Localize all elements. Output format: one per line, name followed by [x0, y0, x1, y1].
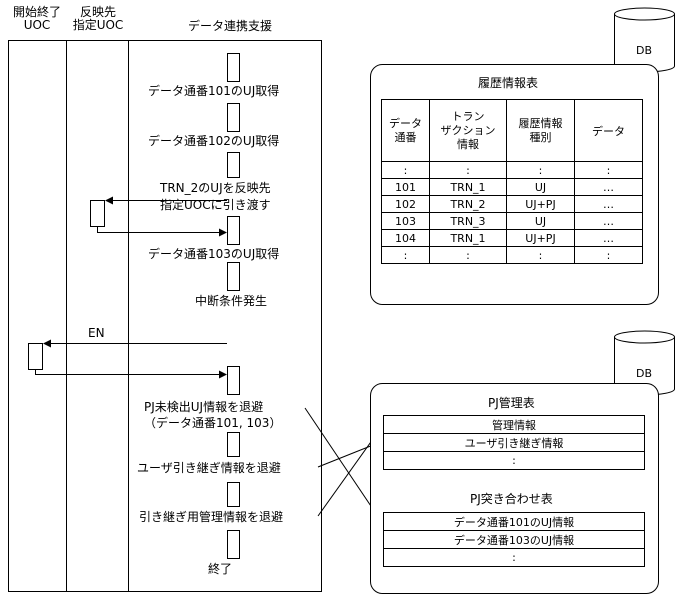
cell: …	[574, 229, 643, 247]
process-box	[227, 432, 240, 457]
cell: TRN_1	[429, 229, 507, 247]
cell: 102	[381, 195, 430, 213]
process-box	[227, 530, 240, 559]
table-row: 103 TRN_3 UJ …	[381, 212, 643, 230]
db-cylinder-bottom	[614, 330, 675, 396]
pj-mgmt-title: PJ管理表	[488, 396, 535, 410]
history-col-header: 履歴情報 種別	[506, 99, 575, 162]
table-row: データ通番101のUJ情報	[383, 512, 645, 531]
cell: :	[429, 161, 507, 179]
swimlane-frame	[8, 40, 322, 592]
cell: データ通番101のUJ情報	[383, 512, 645, 531]
activation-box-start-end-uoc	[28, 343, 43, 370]
cell: :	[574, 161, 643, 179]
cell: UJ+PJ	[506, 195, 575, 213]
arrow-return-from-start-end-uoc	[35, 369, 227, 379]
handoff-arrows	[35, 196, 227, 379]
step-label: PJ未検出UJ情報を退避 （データ通番101, 103）	[144, 400, 282, 430]
step-label: 引き継ぎ用管理情報を退避	[139, 510, 284, 524]
cell: :	[506, 246, 575, 264]
cell: :	[383, 548, 645, 567]
header-start-end-uoc: 開始終了 UOC	[12, 5, 61, 32]
db-cylinder-top	[614, 7, 675, 73]
table-row: 102 TRN_2 UJ+PJ …	[381, 195, 643, 213]
cell: :	[383, 451, 645, 470]
arrow-return-from-reflect-uoc	[97, 226, 227, 237]
cell: …	[574, 178, 643, 196]
cell: UJ	[506, 178, 575, 196]
table-row: ユーザ引き継ぎ情報	[383, 433, 645, 452]
table-row: データ通番103のUJ情報	[383, 530, 645, 549]
cell: 103	[381, 212, 430, 230]
history-col-header: データ	[574, 99, 643, 162]
cell: :	[574, 246, 643, 264]
activation-box-reflect-uoc	[90, 200, 105, 227]
cell: :	[506, 161, 575, 179]
table-row: :	[383, 451, 645, 470]
cell: TRN_1	[429, 178, 507, 196]
table-row: : : : :	[381, 161, 643, 179]
table-row: 104 TRN_1 UJ+PJ …	[381, 229, 643, 247]
step-label: データ通番102のUJ取得	[148, 134, 280, 148]
step-label: 中断条件発生	[195, 294, 268, 308]
process-box	[227, 262, 240, 291]
step-label: ユーザ引き継ぎ情報を退避	[137, 461, 281, 475]
process-box	[227, 482, 240, 507]
pj-match-table: データ通番101のUJ情報 データ通番103のUJ情報 :	[383, 512, 645, 567]
pj-mgmt-table: 管理情報 ユーザ引き継ぎ情報 :	[383, 415, 645, 470]
step-label: TRN_2のUJを反映先 指定UOCに引き渡す	[160, 181, 271, 212]
pj-match-title: PJ突き合わせ表	[470, 492, 553, 506]
db-label: DB	[636, 44, 653, 57]
process-box	[227, 152, 240, 178]
table-row: :	[383, 548, 645, 567]
history-title: 履歴情報表	[478, 76, 539, 90]
process-box	[227, 103, 240, 132]
en-label: EN	[88, 326, 105, 340]
process-box	[227, 53, 240, 82]
header-data-link-support: データ連携支援	[187, 19, 272, 33]
history-col-header: トラン ザクション 情報	[429, 99, 507, 162]
cell: データ通番103のUJ情報	[383, 530, 645, 549]
db-label: DB	[636, 367, 653, 380]
history-col-header: データ 通番	[381, 99, 430, 162]
table-row: : : : :	[381, 246, 643, 264]
cell: :	[429, 246, 507, 264]
process-box	[227, 216, 240, 245]
cell: UJ+PJ	[506, 229, 575, 247]
cell: 101	[381, 178, 430, 196]
history-table: データ 通番 トラン ザクション 情報 履歴情報 種別 データ : : : : …	[381, 99, 643, 264]
step-label: データ通番103のUJ取得	[148, 247, 280, 261]
process-boxes	[28, 53, 240, 559]
cell: :	[381, 246, 430, 264]
cell: TRN_2	[429, 195, 507, 213]
cell: …	[574, 212, 643, 230]
process-box	[227, 366, 240, 395]
table-row: 管理情報	[383, 415, 645, 434]
cell: TRN_3	[429, 212, 507, 230]
cell: …	[574, 195, 643, 213]
step-label: 終了	[208, 562, 233, 576]
table-row: 101 TRN_1 UJ …	[381, 178, 643, 196]
header-reflect-uoc: 反映先 指定UOC	[72, 5, 124, 32]
step-label: データ通番101のUJ取得	[148, 84, 280, 98]
cell: ユーザ引き継ぎ情報	[383, 433, 645, 452]
cell: 104	[381, 229, 430, 247]
cell: 管理情報	[383, 415, 645, 434]
cell: :	[381, 161, 430, 179]
cell: UJ	[506, 212, 575, 230]
